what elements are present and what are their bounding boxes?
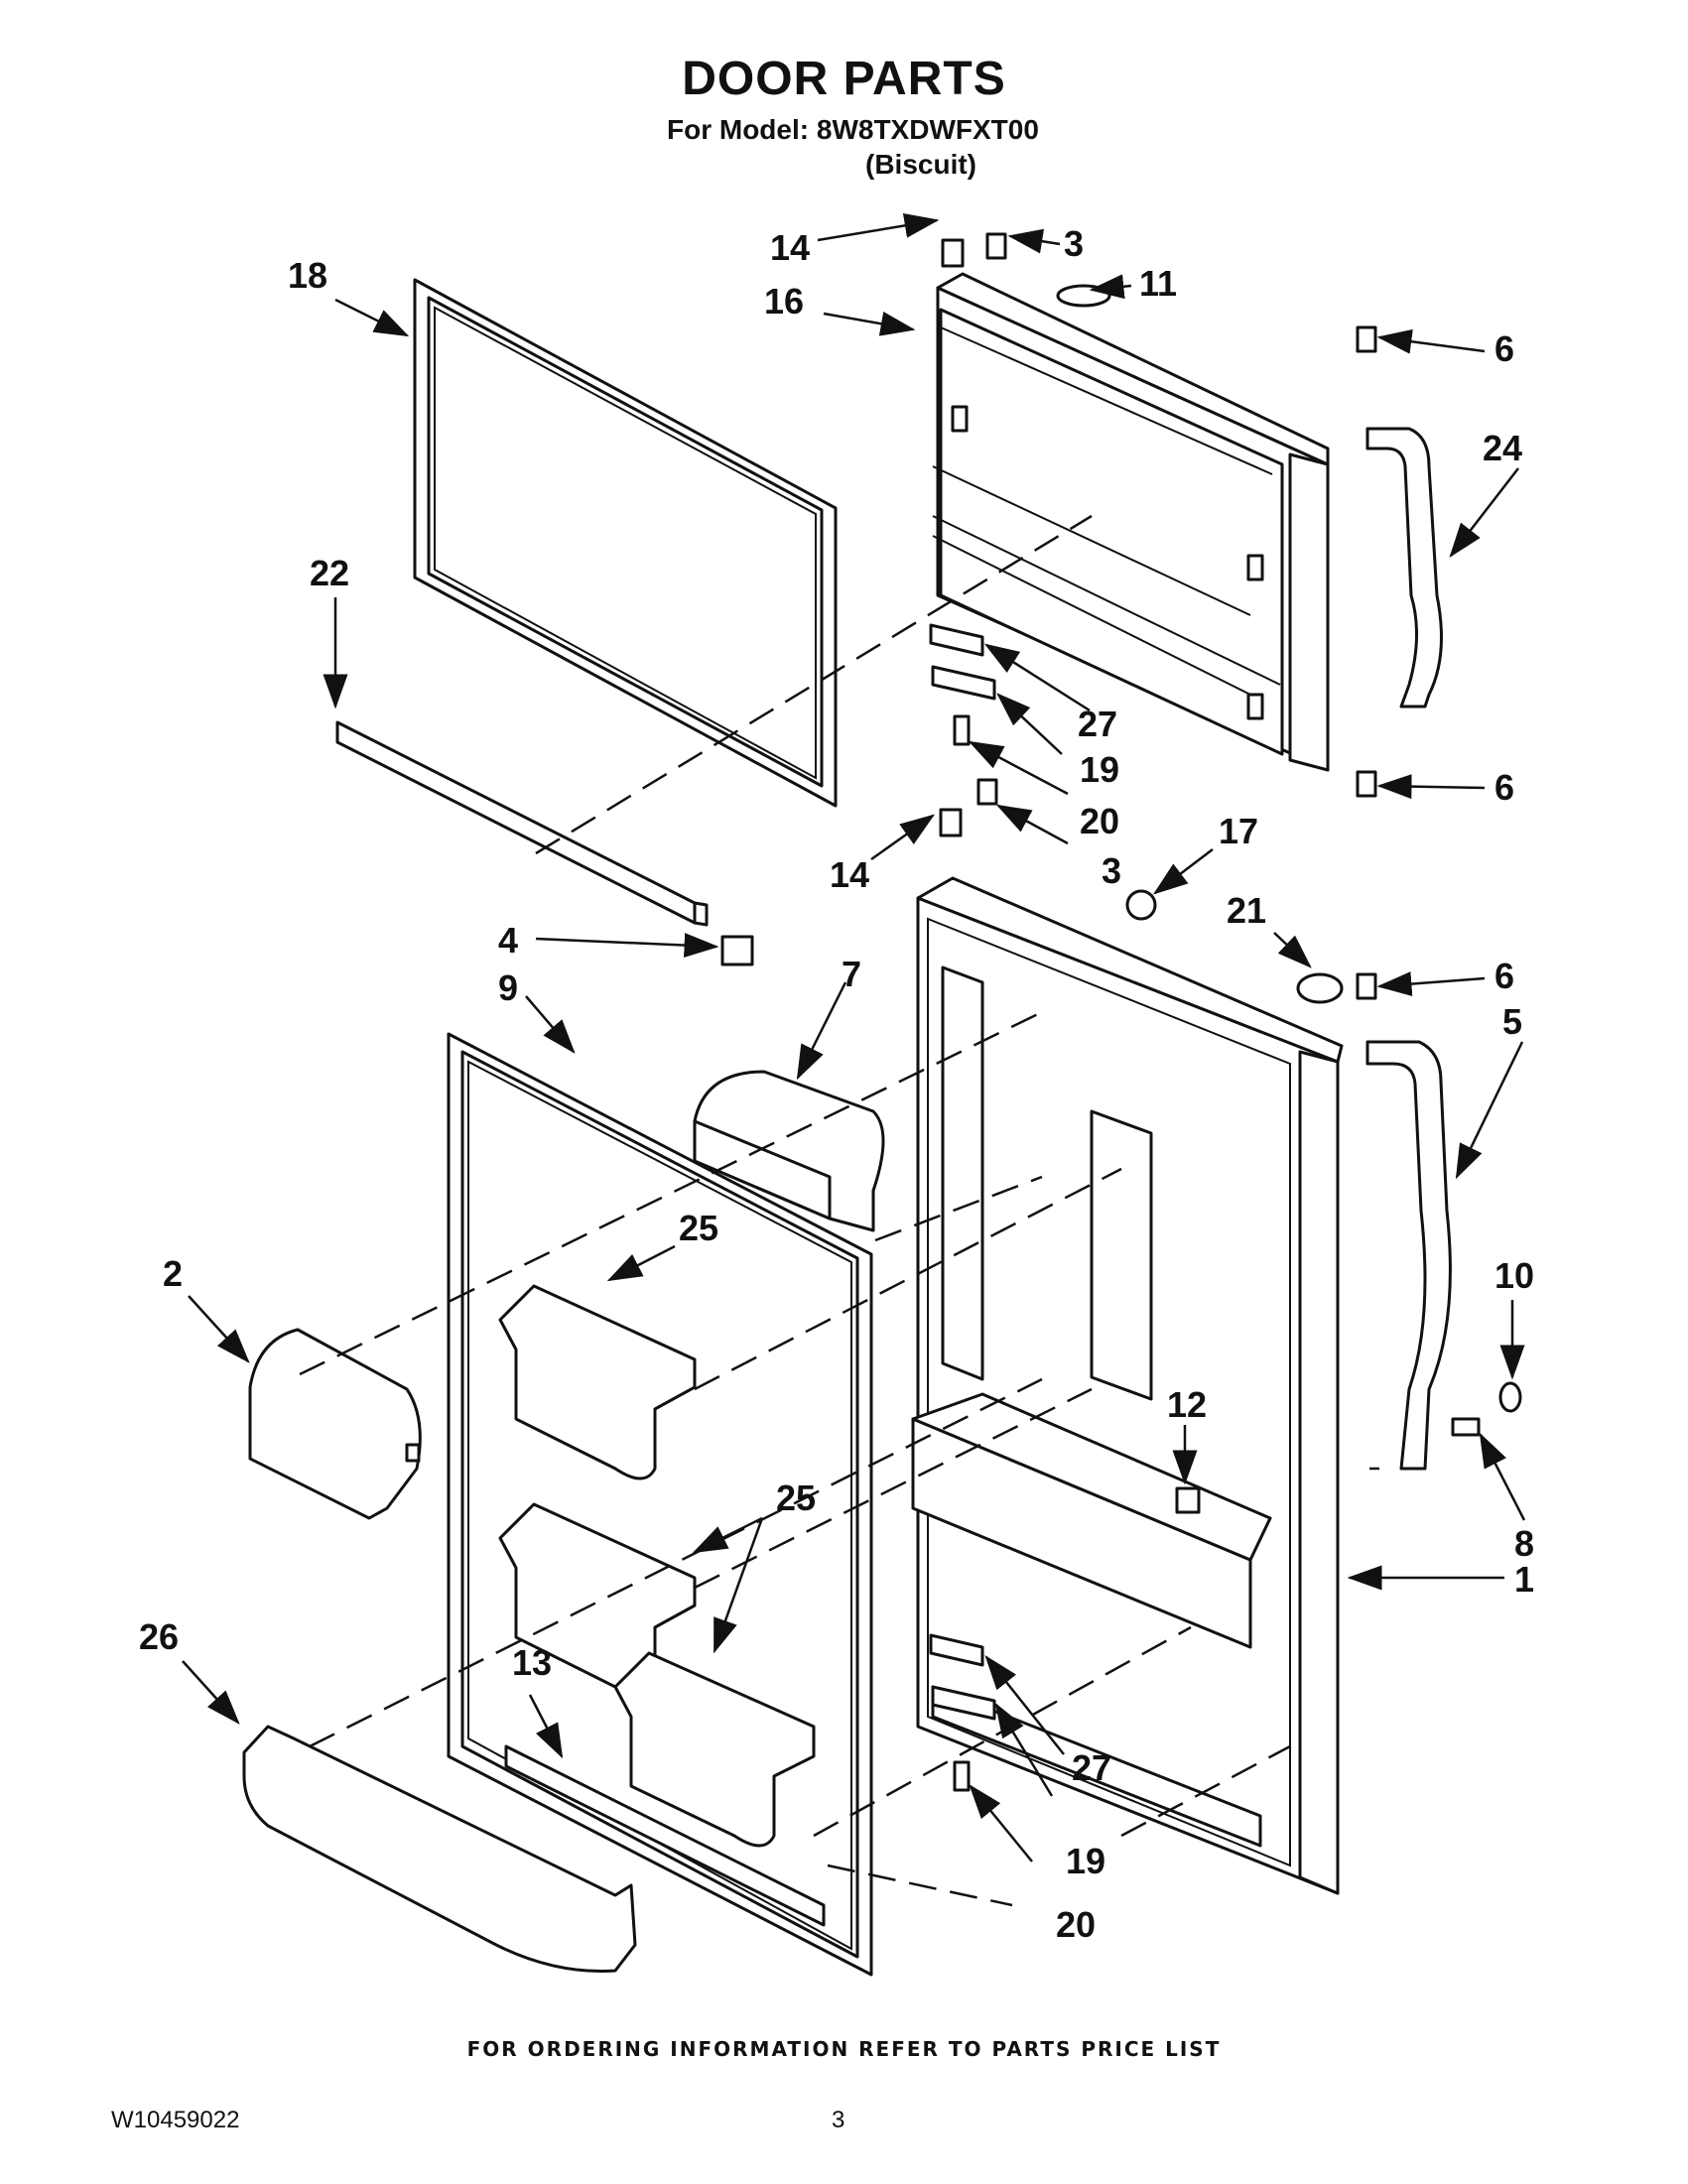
screw-part-8 bbox=[1451, 1417, 1481, 1437]
callout-2: 2 bbox=[163, 1253, 183, 1294]
screw-part-6-mid bbox=[1356, 770, 1377, 798]
hinge-shim-part-19-bottom bbox=[931, 1685, 996, 1721]
callout-14-top: 14 bbox=[770, 227, 810, 268]
freezer-door-part-16 bbox=[932, 272, 1330, 772]
callout-1: 1 bbox=[1514, 1559, 1534, 1600]
page-number: 3 bbox=[832, 2107, 845, 2133]
callout-24: 24 bbox=[1483, 428, 1522, 468]
dairy-door-part-2 bbox=[248, 1328, 422, 1520]
callout-10: 10 bbox=[1494, 1255, 1534, 1296]
door-closure-part-14-top bbox=[941, 238, 965, 268]
breaker-strip-part-13 bbox=[504, 1744, 826, 1927]
callout-14-mid: 14 bbox=[830, 854, 869, 895]
callout-19-top: 19 bbox=[1080, 749, 1119, 790]
callout-27-top: 27 bbox=[1078, 704, 1117, 744]
callout-9: 9 bbox=[498, 967, 518, 1008]
callout-6-top: 6 bbox=[1494, 328, 1514, 369]
screw-part-3-mid bbox=[976, 778, 998, 806]
hinge-shim-part-19-top bbox=[931, 665, 996, 701]
callout-3-mid: 3 bbox=[1102, 850, 1121, 891]
freezer-handle-part-24 bbox=[1365, 427, 1443, 708]
hinge-bushing-part-27-bottom bbox=[929, 1633, 984, 1667]
callout-21: 21 bbox=[1227, 890, 1266, 931]
document-number: W10459022 bbox=[111, 2107, 240, 2133]
callout-5: 5 bbox=[1502, 1001, 1522, 1042]
callout-13: 13 bbox=[512, 1642, 552, 1683]
breaker-strip-part-22 bbox=[335, 720, 709, 927]
callout-26: 26 bbox=[139, 1616, 179, 1657]
screw-part-3-top bbox=[985, 232, 1007, 260]
screw-part-6-top bbox=[1356, 325, 1377, 353]
callout-25-a: 25 bbox=[679, 1208, 718, 1248]
callout-25-b: 25 bbox=[776, 1477, 816, 1518]
door-closure-part-14-mid bbox=[939, 808, 963, 837]
callout-20-top: 20 bbox=[1080, 801, 1119, 841]
ordering-note: FOR ORDERING INFORMATION REFER TO PARTS … bbox=[466, 2037, 1222, 2061]
callout-4: 4 bbox=[498, 920, 518, 961]
page-title: DOOR PARTS bbox=[682, 53, 1006, 105]
fresh-food-door-part-1 bbox=[911, 876, 1344, 1895]
callout-19-bottom: 19 bbox=[1066, 1841, 1105, 1881]
callout-17: 17 bbox=[1219, 811, 1258, 851]
model-color: (Biscuit) bbox=[865, 149, 976, 180]
screw-part-20-top bbox=[953, 714, 971, 746]
hardware-parts bbox=[720, 232, 1522, 1792]
cap-part-17 bbox=[1125, 889, 1157, 921]
callout-22: 22 bbox=[310, 553, 349, 593]
freezer-gasket-part-18 bbox=[413, 278, 838, 808]
door-shelf-part-26 bbox=[242, 1725, 637, 1973]
leader-lines bbox=[182, 213, 1526, 1863]
callout-7: 7 bbox=[842, 954, 861, 994]
callout-27-bottom: 27 bbox=[1072, 1747, 1111, 1788]
callout-6-lower: 6 bbox=[1494, 956, 1514, 996]
callout-3-top: 3 bbox=[1064, 223, 1084, 264]
screw-part-20-bottom bbox=[953, 1760, 971, 1792]
plug-part-21 bbox=[1296, 972, 1344, 1004]
callout-16: 16 bbox=[764, 281, 804, 321]
insert-part-10 bbox=[1498, 1381, 1522, 1413]
callout-11: 11 bbox=[1139, 263, 1177, 304]
door-bin-part-25-c bbox=[613, 1651, 816, 1848]
callout-12: 12 bbox=[1167, 1384, 1207, 1425]
bracket-part-12 bbox=[1175, 1486, 1201, 1514]
door-bin-part-25-a bbox=[498, 1284, 697, 1480]
fresh-food-handle-part-5 bbox=[1365, 1040, 1452, 1471]
callout-20-bottom: 20 bbox=[1056, 1904, 1096, 1945]
callout-18: 18 bbox=[288, 255, 327, 296]
hinge-bushing-part-27-top bbox=[929, 623, 984, 657]
callout-labels: 14 3 11 16 18 6 24 22 27 19 20 6 14 3 17… bbox=[139, 223, 1534, 1945]
screw-part-6-lower bbox=[1356, 972, 1377, 1000]
model-line: For Model: 8W8TXDWFXT00 bbox=[667, 114, 1039, 145]
callout-8: 8 bbox=[1514, 1523, 1534, 1564]
clip-part-4 bbox=[720, 935, 754, 966]
callout-6-mid: 6 bbox=[1494, 767, 1514, 808]
